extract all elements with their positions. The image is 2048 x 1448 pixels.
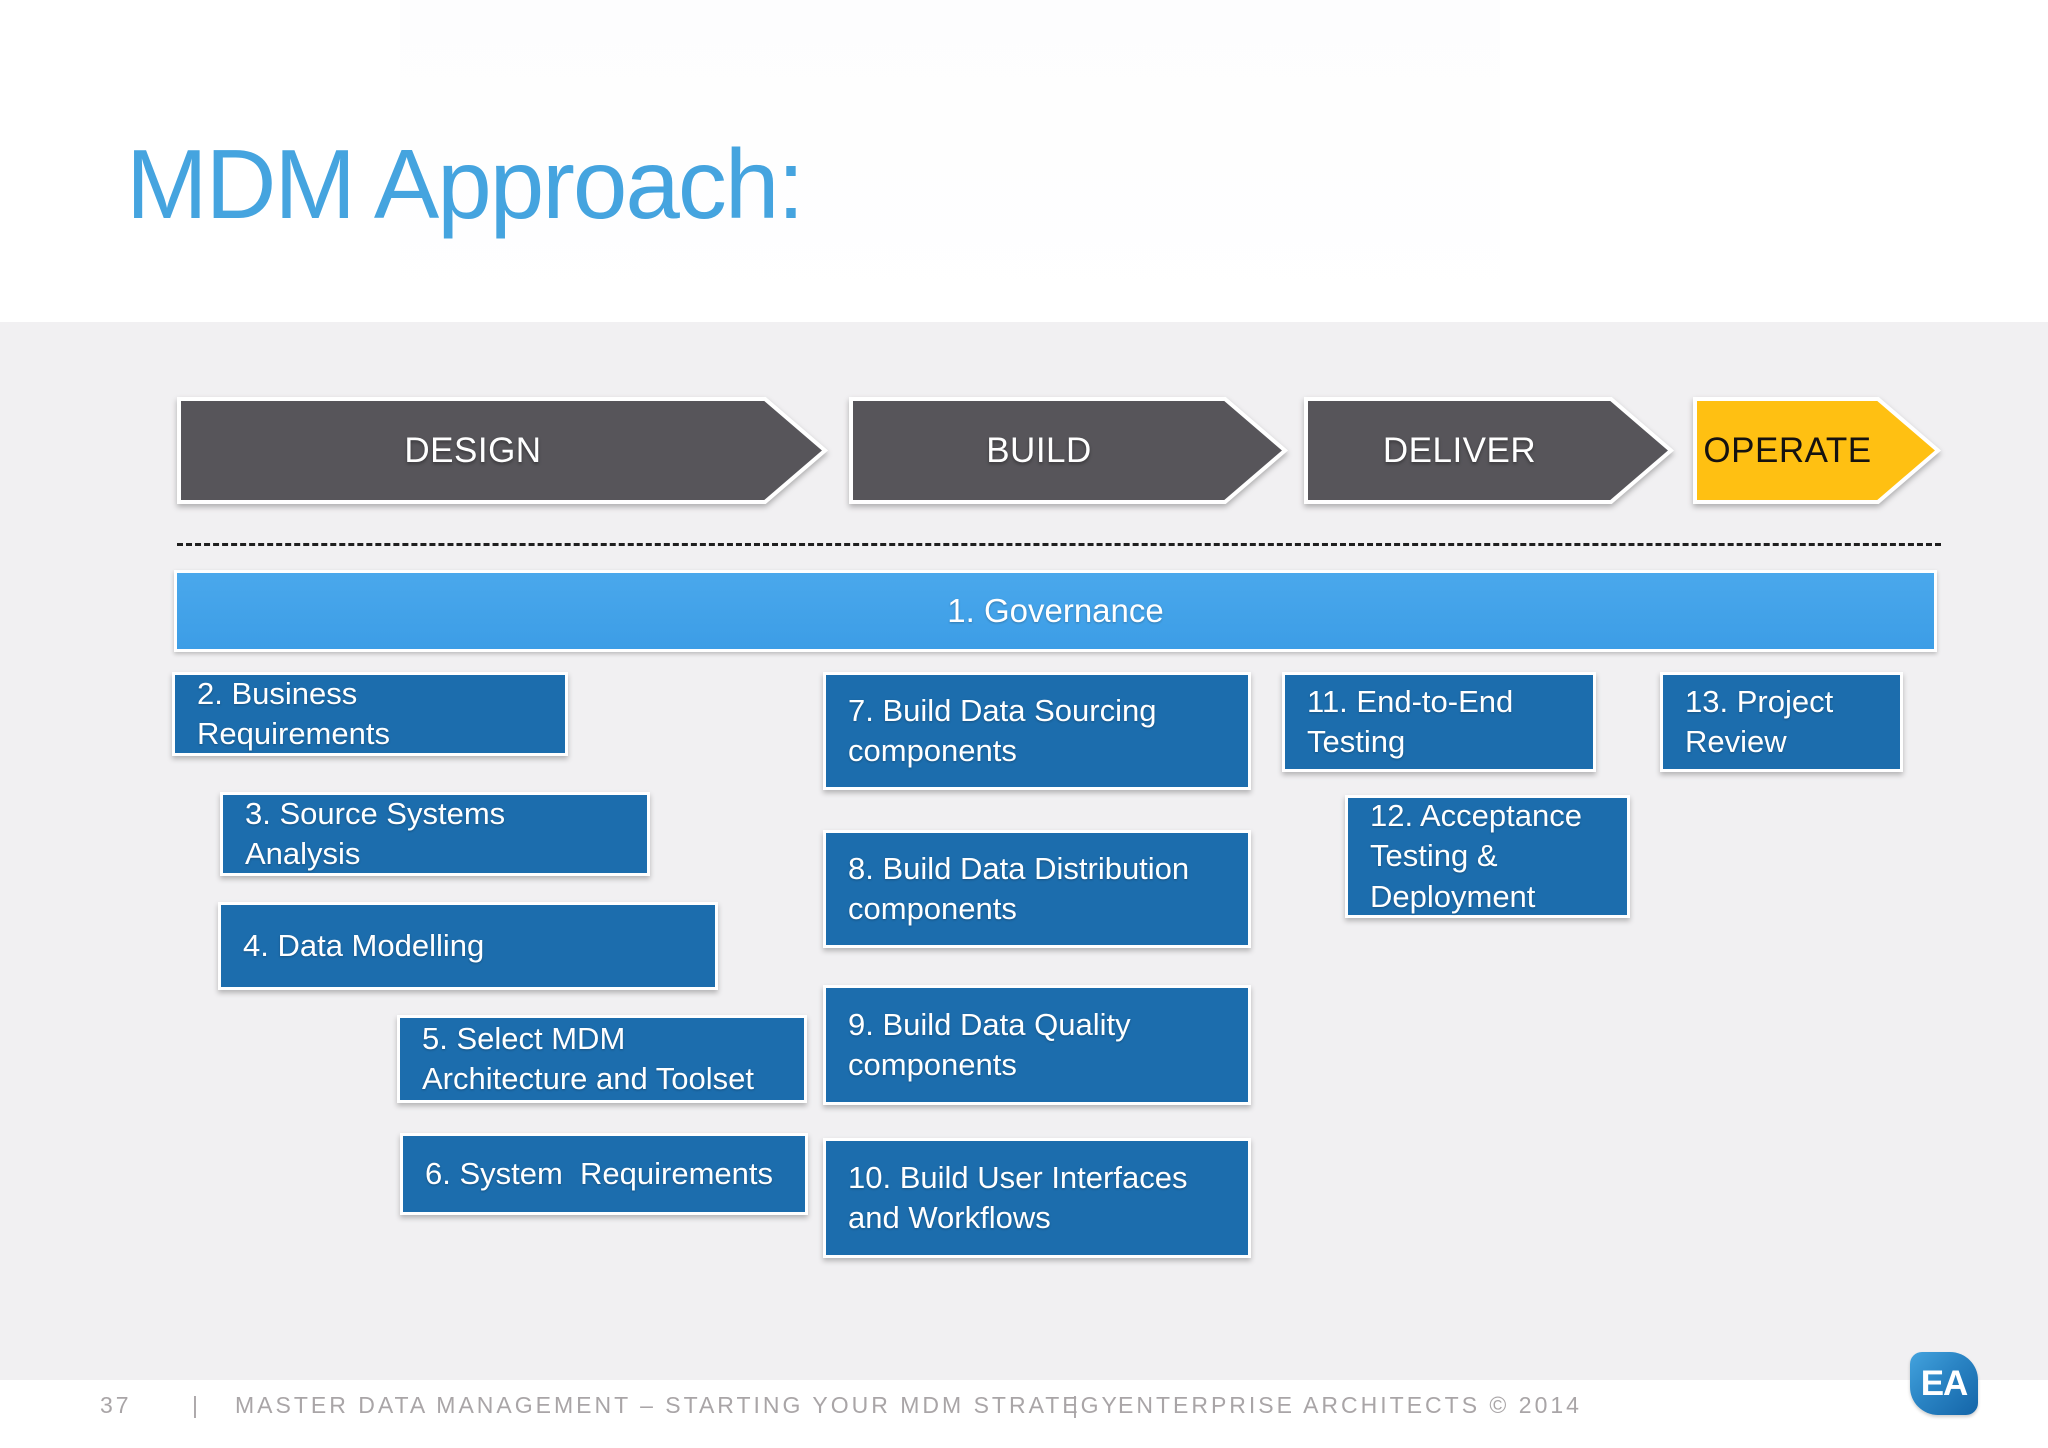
- slide-title: MDM Approach:: [126, 129, 805, 239]
- task-box-build-data-distribution: 8. Build Data Distribution components: [823, 830, 1251, 948]
- governance-label: 1. Governance: [947, 592, 1164, 629]
- footer: 37 | MASTER DATA MANAGEMENT – STARTING Y…: [0, 1380, 2048, 1448]
- task-box-project-review: 13. Project Review: [1660, 672, 1903, 772]
- phase-label-deliver: DELIVER: [1382, 430, 1537, 470]
- task-box-acceptance-testing-deployment: 12. Acceptance Testing & Deployment: [1345, 795, 1630, 918]
- task-box-business-requirements: 2. Business Requirements: [172, 672, 568, 756]
- footer-separator-1: |: [192, 1392, 201, 1418]
- phase-label-build: BUILD: [986, 430, 1092, 470]
- task-box-build-data-sourcing: 7. Build Data Sourcing components: [823, 672, 1251, 790]
- phase-divider-dashed-line: [177, 543, 1941, 546]
- footer-separator-2: |: [1072, 1392, 1081, 1418]
- phase-label-operate: OPERATE: [1703, 430, 1872, 470]
- page-number: 37: [100, 1392, 132, 1418]
- task-box-end-to-end-testing: 11. End-to-End Testing: [1282, 672, 1596, 772]
- task-box-build-user-interfaces: 10. Build User Interfaces and Workflows: [823, 1138, 1251, 1258]
- task-box-system-requirements: 6. System Requirements: [400, 1133, 808, 1215]
- phase-arrow-design: [177, 397, 829, 504]
- phase-arrow-operate: [1693, 397, 1942, 504]
- phase-arrow-deliver: [1304, 397, 1675, 504]
- task-box-build-data-quality: 9. Build Data Quality components: [823, 985, 1251, 1105]
- task-box-source-systems-analysis: 3. Source Systems Analysis: [220, 792, 650, 876]
- phase-arrow-build: [849, 397, 1289, 504]
- enterprise-architects-logo: EA: [1910, 1352, 1978, 1415]
- header-background: [400, 0, 1500, 322]
- footer-copyright: ENTERPRISE ARCHITECTS © 2014: [1118, 1392, 1582, 1418]
- task-box-data-modelling: 4. Data Modelling: [218, 902, 718, 990]
- phase-label-design: DESIGN: [404, 430, 542, 470]
- footer-presentation-title: MASTER DATA MANAGEMENT – STARTING YOUR M…: [235, 1392, 1120, 1418]
- governance-bar: 1. Governance: [174, 570, 1937, 652]
- task-box-select-mdm-architecture: 5. Select MDM Architecture and Toolset: [397, 1015, 807, 1103]
